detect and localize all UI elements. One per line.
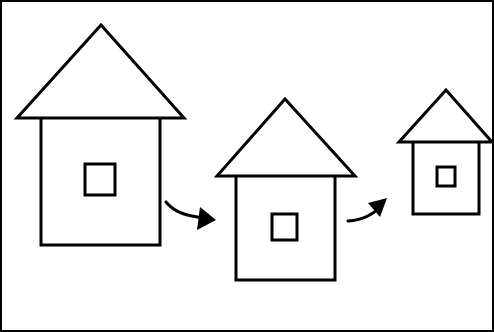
small-house-roof: [399, 90, 492, 142]
small-house: [399, 90, 492, 214]
arrow-medium-to-small: [348, 198, 387, 221]
arrowhead-1: [197, 207, 216, 230]
large-house-roof: [17, 25, 184, 118]
small-house-window: [437, 167, 455, 186]
medium-house-window: [272, 214, 297, 240]
arrow-large-to-medium: [166, 202, 216, 230]
large-house-body: [41, 118, 160, 245]
large-house: [17, 25, 184, 245]
medium-house-body: [236, 176, 335, 280]
large-house-window: [85, 164, 115, 195]
small-house-body: [413, 142, 479, 214]
medium-house: [217, 99, 355, 280]
medium-house-roof: [217, 99, 355, 176]
